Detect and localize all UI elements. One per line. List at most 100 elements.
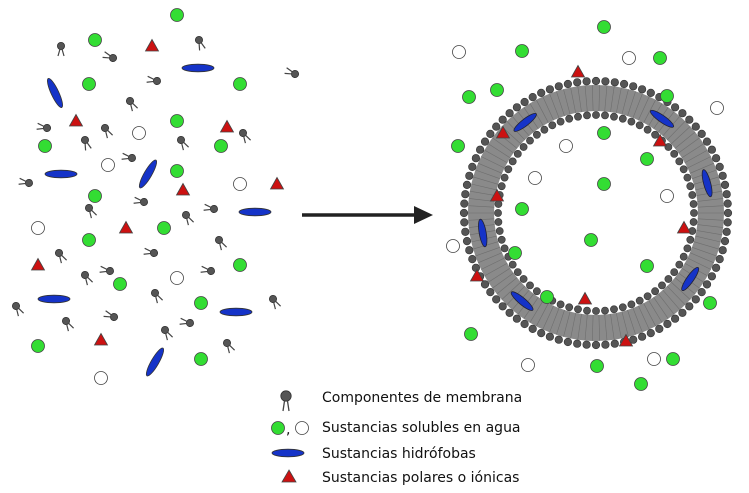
- polar-triangle: [677, 221, 691, 234]
- outer-lipid-head: [697, 288, 706, 297]
- outer-lipid-head: [591, 76, 601, 86]
- membrane-lipid: [120, 152, 137, 163]
- membrane-lipid: [83, 202, 98, 220]
- hydrophobic-ellipse: [37, 294, 71, 304]
- membrane-lipid: [178, 317, 195, 328]
- membrane-lipid: [193, 34, 207, 52]
- green-soluble-circle: [490, 83, 504, 97]
- inner-lipid-head: [683, 244, 692, 253]
- inner-lipid-head: [565, 303, 574, 312]
- membrane-lipid: [145, 75, 162, 86]
- hydrophobic-ellipse: [181, 63, 215, 73]
- inner-lipid-head: [592, 111, 600, 119]
- green-soluble-circle: [82, 233, 96, 247]
- inner-lipid-head: [635, 296, 644, 305]
- outer-lipid-head: [718, 171, 727, 180]
- inner-lipid-head: [533, 130, 541, 139]
- green-soluble-circle: [113, 277, 127, 291]
- outer-lipid-head: [528, 92, 537, 102]
- outer-lipid-head: [480, 137, 490, 146]
- green-soluble-circle: [515, 44, 529, 58]
- outer-lipid-head: [545, 332, 555, 341]
- outer-lipid-head: [646, 88, 655, 97]
- outer-lipid-head: [582, 340, 591, 349]
- outer-lipid-head: [718, 246, 727, 255]
- inner-lipid-head: [556, 300, 565, 309]
- green-soluble-circle: [170, 8, 184, 22]
- white-soluble-circle: [233, 177, 247, 191]
- legend-membrane-icon: [280, 390, 292, 412]
- inner-lipid-head: [688, 191, 697, 199]
- outer-lipid-head: [461, 227, 470, 236]
- inner-lipid-head: [526, 281, 534, 290]
- inner-lipid-head: [651, 287, 659, 296]
- outer-lipid-head: [520, 97, 529, 107]
- outer-lipid-head: [711, 154, 721, 163]
- inner-lipid-head: [504, 165, 513, 174]
- hydrophobic-ellipse: [47, 78, 63, 108]
- inner-lipid-head: [540, 125, 549, 134]
- membrane-lipid: [102, 309, 120, 323]
- inner-lipid-head: [658, 281, 666, 290]
- inner-lipid-head: [519, 275, 528, 283]
- inner-lipid-head: [689, 200, 698, 208]
- inner-lipid-head: [601, 111, 609, 120]
- outer-lipid-head: [691, 122, 700, 131]
- green-soluble-circle: [640, 152, 654, 166]
- green-soluble-circle: [590, 359, 604, 373]
- inner-lipid-head: [495, 227, 504, 235]
- inner-lipid-head: [601, 306, 609, 315]
- green-soluble-circle: [214, 139, 228, 153]
- outer-lipid-head: [460, 199, 469, 208]
- outer-lipid-head: [685, 115, 694, 124]
- inner-lipid-head: [686, 235, 695, 244]
- outer-lipid-head: [723, 208, 733, 218]
- green-soluble-circle: [640, 259, 654, 273]
- white-soluble-circle: [528, 171, 542, 185]
- green-soluble-circle: [88, 189, 102, 203]
- green-soluble-circle: [597, 126, 611, 140]
- embedded-hydrophobic: [649, 109, 675, 128]
- polar-triangle: [571, 65, 585, 78]
- membrane-lipid: [132, 196, 149, 207]
- white-soluble-circle: [452, 45, 466, 59]
- outer-lipid-head: [702, 137, 712, 146]
- membrane-lipid: [56, 41, 66, 57]
- inner-lipid-head: [583, 111, 591, 120]
- white-soluble-circle: [170, 271, 184, 285]
- green-soluble-circle: [233, 77, 247, 91]
- outer-lipid-head: [554, 335, 563, 344]
- legend-triangle-icon: [281, 469, 297, 483]
- white-soluble-circle: [622, 51, 636, 65]
- legend-soluble-label: Sustancias solubles en agua: [322, 420, 521, 436]
- outer-lipid-head: [537, 329, 546, 338]
- inner-lipid-head: [618, 303, 627, 312]
- legend-white-circle-icon: [295, 421, 309, 435]
- outer-lipid-head: [476, 145, 485, 154]
- embedded-hydrophobic: [701, 169, 713, 198]
- inner-lipid-head: [583, 306, 591, 315]
- inner-lipid-head: [689, 218, 698, 226]
- outer-lipid-head: [459, 208, 469, 218]
- green-soluble-circle: [31, 339, 45, 353]
- white-soluble-circle: [559, 139, 573, 153]
- green-soluble-circle: [462, 90, 476, 104]
- green-soluble-circle: [170, 164, 184, 178]
- green-soluble-circle: [653, 51, 667, 65]
- membrane-lipid: [159, 324, 174, 342]
- membrane-lipid: [35, 122, 52, 133]
- green-soluble-circle: [515, 202, 529, 216]
- inner-lipid-head: [574, 112, 582, 121]
- green-soluble-circle: [157, 221, 171, 235]
- outer-lipid-head: [629, 82, 638, 91]
- green-soluble-circle: [451, 139, 465, 153]
- green-soluble-circle: [660, 89, 674, 103]
- green-soluble-circle: [597, 20, 611, 34]
- inner-lipid-head: [610, 305, 618, 314]
- outer-lipid-head: [468, 255, 477, 264]
- outer-lipid-head: [637, 85, 647, 94]
- inner-lipid-head: [508, 157, 517, 166]
- polar-triangle: [270, 177, 284, 190]
- outer-lipid-head: [505, 109, 514, 118]
